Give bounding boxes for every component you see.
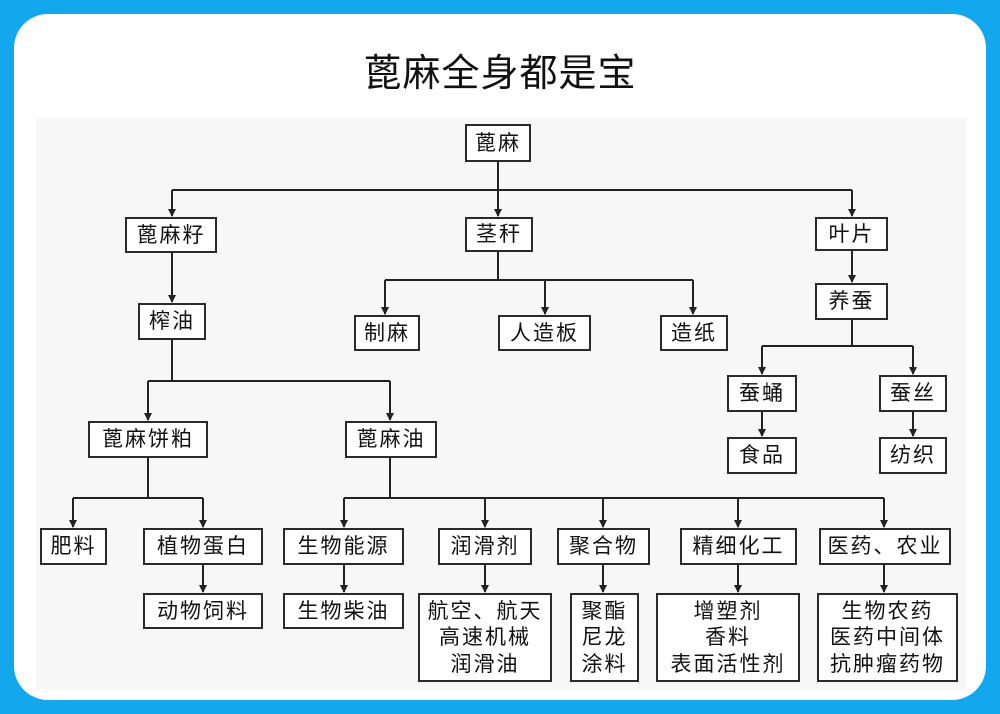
node-silk: 蚕丝 xyxy=(879,375,947,412)
node-medical-use: 生物农药 医药中间体 抗肿瘤药物 xyxy=(817,593,958,682)
node-pupa: 蚕蛹 xyxy=(727,375,797,412)
node-chemical: 精细化工 xyxy=(680,528,797,565)
medical-use-line: 医药中间体 xyxy=(830,625,945,650)
node-bioenergy: 生物能源 xyxy=(283,528,404,565)
node-protein: 植物蛋白 xyxy=(143,528,263,565)
node-feed: 动物饲料 xyxy=(143,593,263,629)
node-seed: 蓖麻籽 xyxy=(125,217,217,253)
node-press-oil: 榨油 xyxy=(138,303,206,340)
medical-use-line: 抗肿瘤药物 xyxy=(830,651,945,676)
polymer-use-line: 聚酯 xyxy=(581,599,628,624)
node-oil: 蓖麻油 xyxy=(345,421,437,458)
node-lubricant: 润滑剂 xyxy=(438,528,532,565)
node-fertilizer: 肥料 xyxy=(40,528,107,565)
medical-use-line: 生物农药 xyxy=(841,599,934,624)
chemical-use-line: 香料 xyxy=(705,625,751,650)
lubricant-use-line: 润滑油 xyxy=(450,651,520,676)
node-root: 蓖麻 xyxy=(465,124,531,162)
chemical-use-line: 表面活性剂 xyxy=(670,651,786,676)
polymer-use-line: 尼龙 xyxy=(581,625,628,650)
node-paper: 造纸 xyxy=(660,315,728,351)
node-biodiesel: 生物柴油 xyxy=(283,593,404,629)
node-lubricant-use: 航空、航天 高速机械 润滑油 xyxy=(418,593,552,682)
node-cake: 蓖麻饼粕 xyxy=(88,421,208,458)
lubricant-use-line: 航空、航天 xyxy=(427,599,543,624)
lubricant-use-line: 高速机械 xyxy=(439,625,531,650)
node-medical: 医药、农业 xyxy=(819,528,951,565)
node-polymer-use: 聚酯 尼龙 涂料 xyxy=(570,593,639,682)
node-hemp: 制麻 xyxy=(354,315,420,351)
chemical-use-line: 增塑剂 xyxy=(693,599,763,624)
node-silkworm: 养蚕 xyxy=(815,283,888,320)
node-leaf: 叶片 xyxy=(815,217,888,251)
node-textile: 纺织 xyxy=(879,437,947,474)
polymer-use-line: 涂料 xyxy=(581,651,628,676)
node-food: 食品 xyxy=(727,437,797,474)
node-stem: 茎秆 xyxy=(465,217,533,252)
page-title: 蓖麻全身都是宝 xyxy=(363,51,637,95)
node-polymer: 聚合物 xyxy=(557,528,650,565)
node-board: 人造板 xyxy=(498,315,591,351)
node-chemical-use: 增塑剂 香料 表面活性剂 xyxy=(656,593,800,682)
